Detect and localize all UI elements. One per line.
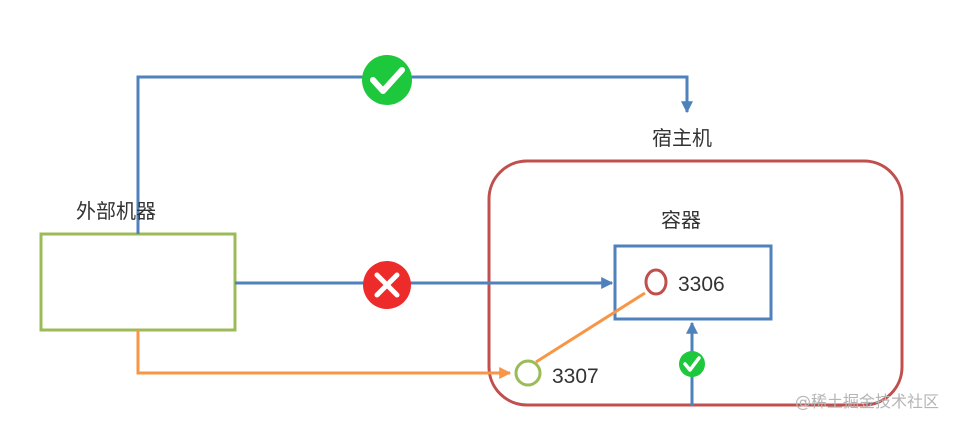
watermark: @稀土掘金技术社区	[794, 392, 939, 411]
host-port-marker	[514, 359, 542, 387]
external-machine-box	[39, 232, 237, 332]
small-check-circle-icon	[679, 351, 705, 377]
container-label: 容器	[661, 208, 701, 232]
container-box	[613, 244, 773, 321]
container-port-marker	[644, 268, 668, 296]
external-to-host-path	[136, 75, 693, 234]
check-circle-icon	[362, 55, 412, 105]
host-port-label: 3307	[552, 365, 599, 388]
external-to-host-port-path	[136, 330, 512, 379]
cross-circle-icon	[363, 261, 411, 309]
host-label: 宿主机	[652, 126, 712, 150]
external-machine-label: 外部机器	[76, 199, 156, 223]
port-mapping-line	[535, 291, 646, 364]
container-port-label: 3306	[678, 273, 725, 296]
